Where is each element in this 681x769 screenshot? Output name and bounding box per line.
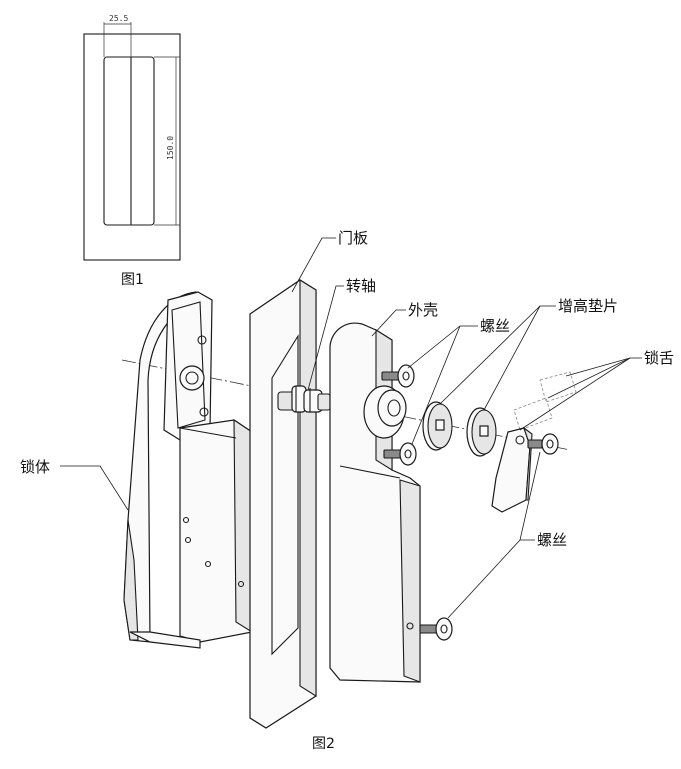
figure1-caption: 图1 (121, 272, 144, 288)
leader-lines (60, 237, 642, 619)
housing-part (329, 322, 421, 683)
screw-bottom-part (419, 617, 453, 641)
spacer-part (422, 401, 497, 457)
label-screw-top: 螺丝 (480, 317, 510, 335)
label-lock-body: 锁体 (20, 458, 50, 476)
label-housing: 外壳 (408, 301, 438, 319)
dim-width-text: 25.5 (109, 14, 128, 23)
label-spacer: 增高垫片 (558, 297, 618, 315)
figure2-exploded-view: 门板 转轴 外壳 螺丝 增高垫片 锁舌 锁体 螺丝 图2 (20, 229, 674, 752)
shaft-part (277, 385, 331, 413)
figure1-front-view: 25.5 150.0 图1 (83, 14, 181, 288)
label-tongue: 锁舌 (644, 349, 674, 367)
lock-body-part (123, 291, 253, 649)
label-screw-bottom: 螺丝 (537, 531, 567, 549)
label-door-panel: 门板 (338, 229, 368, 247)
figure2-caption: 图2 (312, 736, 335, 752)
screw-top-part (381, 364, 417, 466)
label-shaft: 转轴 (346, 277, 376, 295)
dim-height-text: 150.0 (166, 136, 175, 160)
tongue-part (491, 371, 577, 513)
door-panel-part (249, 279, 317, 729)
